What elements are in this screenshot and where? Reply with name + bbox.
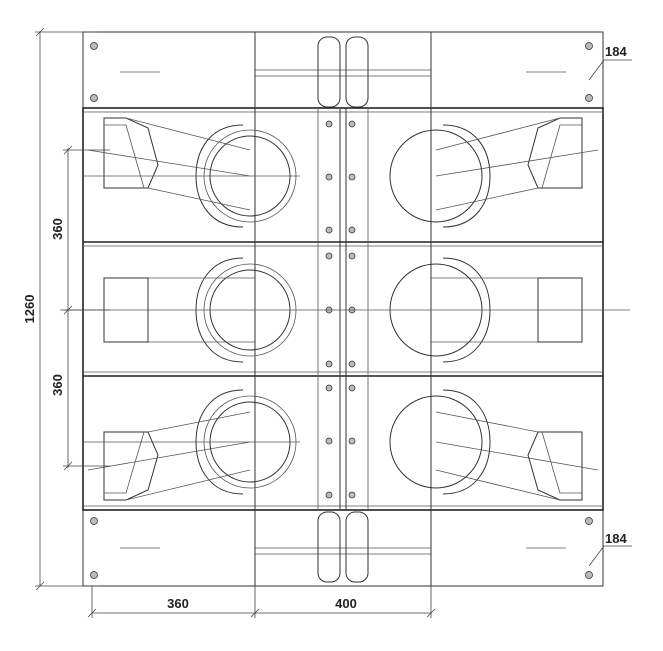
dim-label-bottom-left: 360 xyxy=(167,596,189,611)
callout-label-bottom-right: 184 xyxy=(605,531,627,546)
dimension-total-height xyxy=(35,27,100,591)
dimension-bottom xyxy=(87,586,436,618)
dim-label-bottom-right: 400 xyxy=(335,596,357,611)
callout-bottom-right xyxy=(588,545,632,567)
dim-label-upper-spacing: 360 xyxy=(50,218,65,240)
dim-label-total-height: 1260 xyxy=(22,295,37,324)
callout-label-top-right: 184 xyxy=(605,44,627,59)
mounting-holes xyxy=(90,42,593,579)
bottom-end-cap xyxy=(82,509,604,587)
top-end-cap xyxy=(82,31,604,109)
dim-label-lower-spacing: 360 xyxy=(50,374,65,396)
main-body xyxy=(82,32,604,586)
tier-bottom xyxy=(83,389,599,501)
tier-middle xyxy=(60,257,630,363)
tier-top xyxy=(83,117,599,228)
callout-top-right xyxy=(588,59,632,81)
dimension-spacing xyxy=(63,145,110,471)
